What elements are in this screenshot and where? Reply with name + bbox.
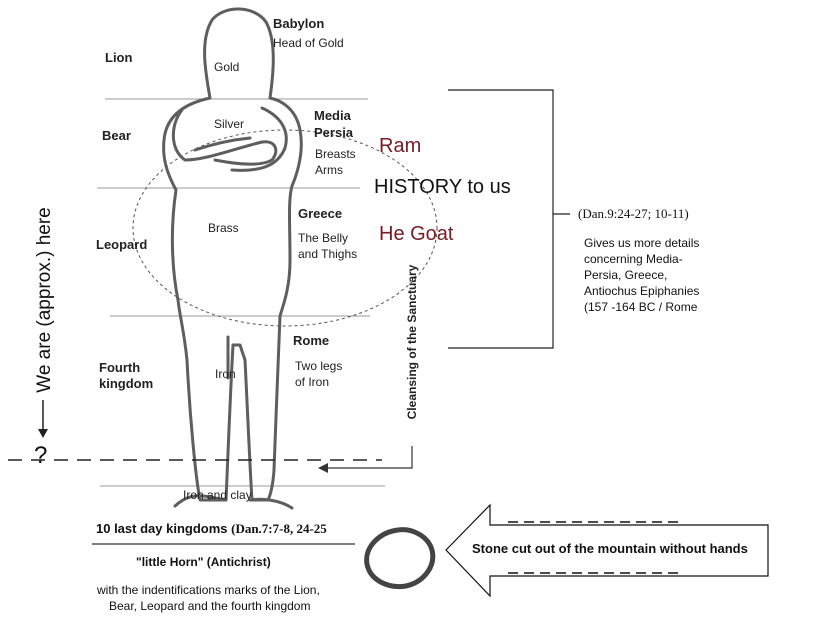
we-are-here-arrow — [38, 400, 48, 438]
vision-history: HISTORY to us — [374, 176, 511, 198]
reference-dan: (Dan.9:24-27; 10-11) — [578, 206, 689, 221]
empire-babylon-desc: Head of Gold — [273, 36, 344, 50]
label-fourth-line2: kingdom — [99, 376, 154, 391]
question-mark: ? — [34, 442, 48, 469]
label-leopard: Leopard — [96, 237, 148, 252]
reference-line5: (157 -164 BC / Rome — [584, 300, 698, 314]
metal-silver: Silver — [214, 117, 245, 131]
label-lion: Lion — [105, 50, 133, 65]
we-are-here-label: We are (approx.) here — [34, 207, 55, 393]
empire-greece-desc2: and Thighs — [298, 247, 358, 261]
label-bear: Bear — [102, 128, 131, 143]
reference-line3: Persia, Greece, — [584, 268, 668, 282]
reference-line1: Gives us more details — [584, 236, 700, 250]
little-horn-label: "little Horn" (Antichrist) — [136, 555, 271, 569]
ten-kingdoms-line: 10 last day kingdoms (Dan.7:7-8, 24-25 — [96, 521, 327, 537]
empire-babylon-name: Babylon — [273, 16, 325, 31]
empire-mp-desc2: Arms — [315, 163, 343, 177]
label-fourth-line1: Fourth — [99, 360, 141, 375]
empire-rome-desc2: of Iron — [295, 375, 330, 389]
marks-line2: Bear, Leopard and the fourth kingdom — [109, 599, 311, 613]
cleansing-label: Cleansing of the Sanctuary — [405, 264, 419, 420]
reference-line4: Antiochus Epiphanies — [584, 284, 700, 298]
metal-iron: Iron — [215, 367, 236, 381]
vision-ram: Ram — [379, 135, 422, 157]
empire-media-name: Media — [314, 108, 351, 123]
ten-kingdoms-ref: (Dan.7:7-8, 24-25 — [231, 521, 327, 536]
marks-line1: with the indentifications marks of the L… — [97, 583, 320, 597]
reference-line2: concerning Media- — [584, 252, 683, 266]
stone-label: Stone cut out of the mountain without ha… — [472, 541, 748, 556]
empire-rome-desc1: Two legs — [295, 359, 343, 373]
metal-brass: Brass — [208, 221, 239, 235]
empire-greece-name: Greece — [298, 206, 343, 221]
ten-kingdoms-text: 10 last day kingdoms — [96, 521, 232, 536]
cleansing-arrow — [318, 446, 413, 473]
vision-he-goat: He Goat — [379, 223, 454, 245]
history-bracket — [448, 89, 570, 349]
empire-rome-name: Rome — [293, 333, 330, 348]
empire-mp-desc1: Breasts — [315, 147, 356, 161]
empire-persia-name: Persia — [314, 125, 354, 140]
stone-icon — [364, 527, 436, 590]
metal-gold: Gold — [214, 60, 240, 74]
statue-figure — [162, 7, 303, 510]
empire-greece-desc1: The Belly — [298, 231, 349, 245]
metal-iron-clay: Iron and clay — [183, 488, 252, 502]
